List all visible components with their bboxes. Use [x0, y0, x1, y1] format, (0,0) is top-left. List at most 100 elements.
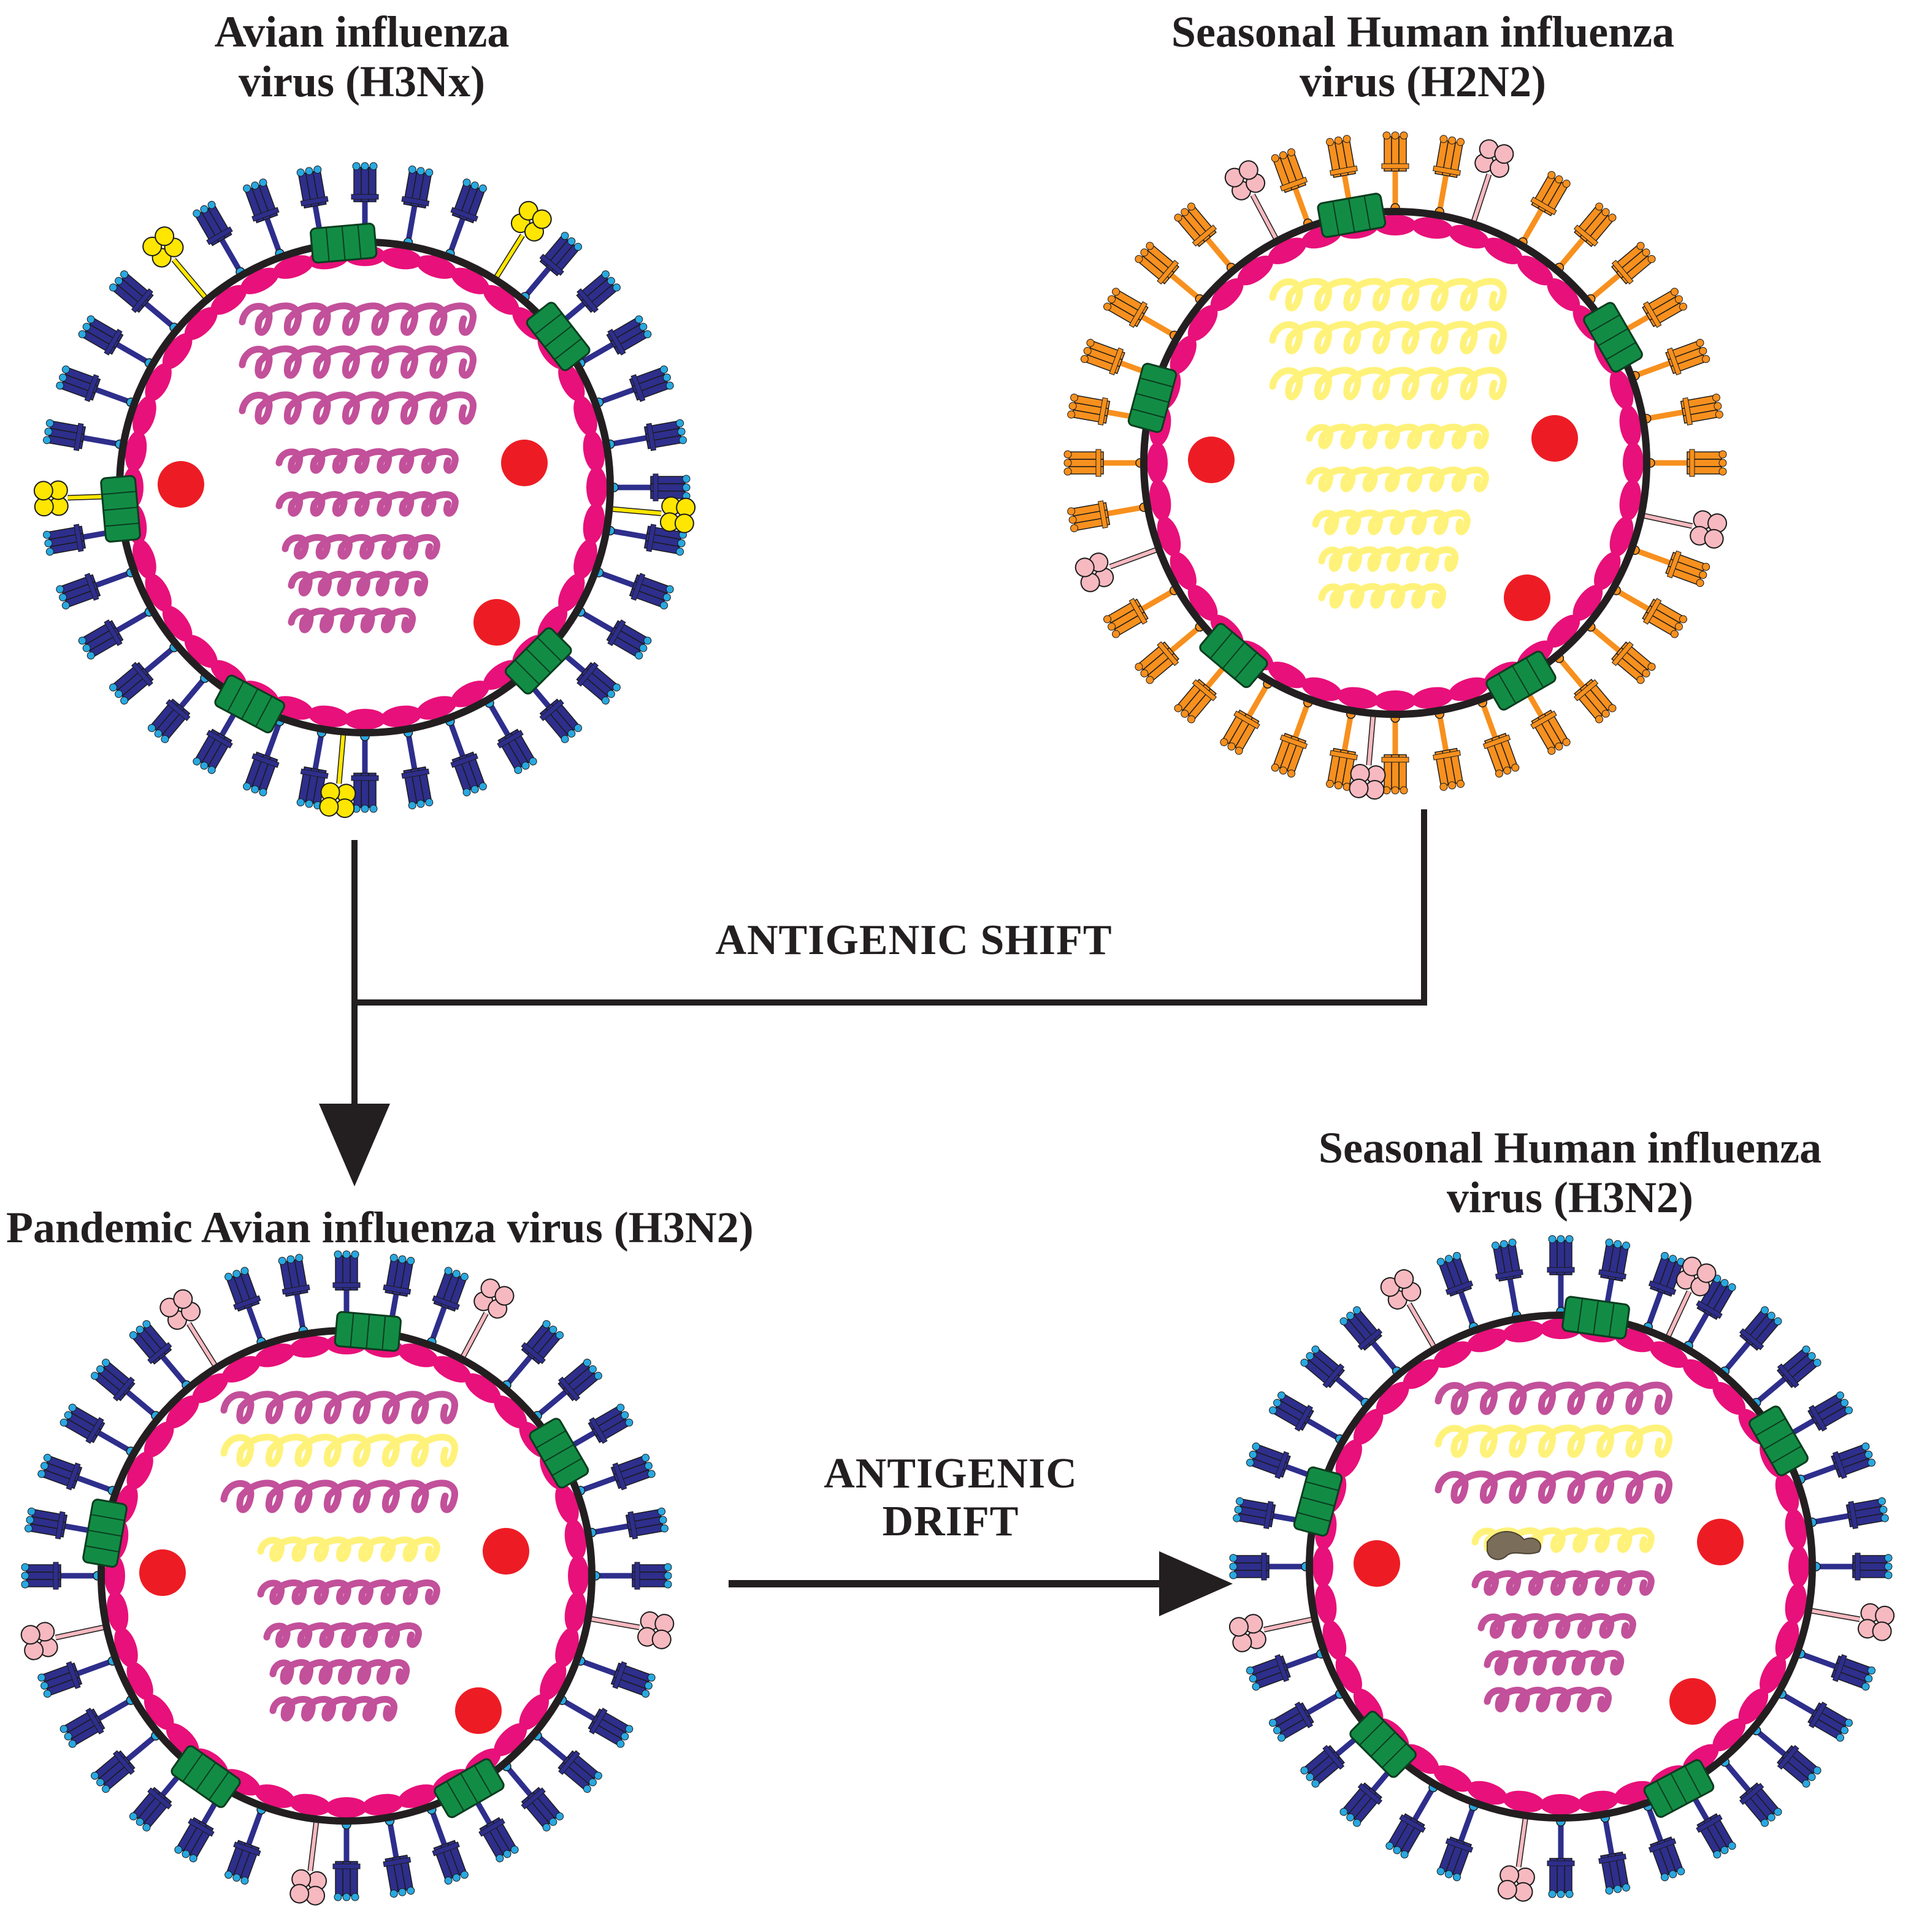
seasonal-h3n2-title-line2: virus (H3N2)	[1447, 1172, 1693, 1222]
rna-segment	[1471, 1570, 1655, 1596]
matrix-protein	[519, 1693, 550, 1730]
viral-envelope	[1306, 1312, 1816, 1822]
rna-segment	[269, 1659, 410, 1685]
matrix-protein	[1540, 1794, 1582, 1815]
matrix-protein	[1788, 1546, 1809, 1587]
ha-spike	[37, 1454, 118, 1495]
nucleoprotein-dot	[1188, 437, 1235, 483]
rna-segment	[282, 534, 440, 560]
ha-spike	[1174, 653, 1236, 724]
avian-virus-title-line2: virus (H3Nx)	[239, 56, 485, 106]
ha-spike	[1643, 1801, 1685, 1882]
ha-spike	[351, 162, 379, 243]
matrix-protein	[240, 267, 279, 294]
m2-ion-channel	[310, 223, 378, 264]
matrix-protein	[464, 1373, 501, 1403]
matrix-protein	[568, 1555, 589, 1597]
ha-spike	[1585, 242, 1656, 304]
ha-spike	[383, 1816, 415, 1898]
ha-spike	[1643, 1251, 1685, 1332]
matrix-protein	[1594, 551, 1621, 590]
na-spike	[319, 731, 356, 819]
ha-spike	[1720, 1757, 1782, 1827]
m2-ion-channel	[1561, 1296, 1630, 1340]
matrix-protein	[184, 307, 218, 340]
ha-spike	[1630, 545, 1710, 587]
ha-spike	[1720, 1306, 1782, 1376]
rna-segment	[275, 491, 459, 517]
seasonal-h2n2-title-line1: Seasonal Human influenza	[1171, 7, 1675, 56]
matrix-protein	[564, 1591, 586, 1633]
ha-spike	[1433, 135, 1465, 217]
matrix-protein	[416, 696, 457, 720]
matrix-protein	[273, 255, 313, 279]
na-spike	[142, 226, 210, 302]
matrix-protein	[586, 467, 607, 508]
ha-spike	[502, 1762, 564, 1831]
matrix-protein	[494, 1723, 527, 1757]
na-spike	[1470, 139, 1514, 225]
matrix-protein	[1433, 1341, 1473, 1368]
matrix-protein	[1785, 1583, 1807, 1625]
ha-spike	[224, 1804, 266, 1885]
matrix-protein	[494, 1395, 527, 1429]
na-spike	[609, 496, 696, 533]
matrix-protein	[1187, 584, 1218, 621]
na-spike	[33, 480, 120, 517]
ha-spike	[557, 1695, 634, 1748]
rna-segment	[1312, 510, 1471, 535]
matrix-protein	[1760, 1655, 1787, 1694]
seasonal-h2n2-title-line2: virus (H2N2)	[1300, 56, 1546, 106]
ha-spike	[532, 1358, 602, 1421]
matrix-protein	[1412, 687, 1454, 709]
rna-segment	[269, 1696, 397, 1722]
ha-spike	[575, 1454, 656, 1495]
ha-spike	[1777, 1689, 1853, 1742]
ha-spike	[594, 568, 674, 609]
ha-spike	[1246, 1649, 1326, 1691]
ha-spike	[193, 200, 245, 277]
rna-segment	[220, 1391, 458, 1424]
ha-spike	[25, 1507, 106, 1540]
ha-spike	[609, 473, 691, 502]
matrix-protein	[1682, 1359, 1719, 1389]
matrix-protein	[184, 635, 218, 668]
matrix-protein	[326, 1797, 367, 1818]
ha-spike	[1325, 135, 1358, 217]
rna-segment	[257, 1579, 440, 1605]
matrix-protein	[1301, 677, 1342, 701]
ha-spike	[1598, 1239, 1631, 1321]
matrix-protein	[255, 1784, 295, 1808]
nucleoprotein-dot	[1531, 415, 1578, 462]
antigenic-shift-label: ANTIGENIC SHIFT	[715, 917, 1113, 964]
matrix-protein	[558, 363, 585, 402]
ha-spike	[1751, 1725, 1821, 1788]
m2-ion-channel	[1349, 1711, 1417, 1778]
m2-ion-channel	[82, 1499, 128, 1568]
matrix-protein	[1374, 690, 1416, 711]
ha-spike	[532, 1731, 602, 1793]
matrix-protein	[573, 539, 597, 579]
rna-segment	[1318, 583, 1446, 609]
ha-spike	[1300, 1725, 1371, 1788]
matrix-protein	[1547, 614, 1580, 648]
ha-spike	[1807, 1497, 1889, 1529]
ha-spike	[1598, 1812, 1631, 1895]
rna-segment	[1269, 367, 1507, 400]
nucleoprotein-dot	[501, 440, 548, 486]
matrix-protein	[255, 1343, 295, 1367]
ha-spike	[1381, 131, 1409, 213]
matrix-protein	[1712, 1718, 1746, 1752]
ha-spike	[129, 1320, 191, 1390]
antigenic-drift-label-line2: DRIFT	[882, 1498, 1019, 1546]
rna-segment	[1318, 546, 1459, 572]
matrix-protein	[145, 573, 172, 612]
rna-segment	[220, 1434, 458, 1467]
nucleoprotein-dot	[455, 1687, 502, 1734]
matrix-protein	[1147, 442, 1168, 484]
ha-spike	[1477, 698, 1520, 778]
rna-segment	[239, 302, 477, 336]
ha-spike	[401, 728, 434, 809]
antigenic-drift-label-line1: ANTIGENIC	[824, 1450, 1078, 1497]
matrix-protein	[308, 705, 350, 727]
